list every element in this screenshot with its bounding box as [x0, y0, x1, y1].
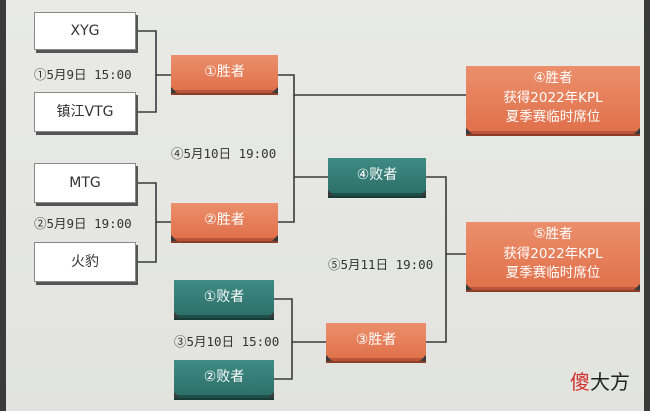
team-huobao: 火豹 — [34, 242, 136, 282]
connector-l4-final — [426, 176, 466, 255]
node-winner-1: ①胜者 — [171, 55, 278, 93]
connector-w1-l4 — [293, 95, 328, 178]
watermark-rest: 大方 — [590, 370, 630, 394]
connector-huobao — [136, 222, 157, 263]
match-2-date: ②5月9日 19:00 — [34, 216, 132, 231]
final-top-line-3: 夏季赛临时席位 — [505, 109, 601, 126]
node-winner-2: ②胜者 — [171, 203, 278, 241]
watermark-accent: 傻 — [570, 370, 590, 394]
bracket-connectors — [136, 30, 466, 380]
final-top-line-1: ④胜者 — [533, 70, 573, 87]
node-loser-1: ①败者 — [174, 280, 274, 318]
connector-w2-l4 — [278, 177, 295, 223]
match-1-date: ①5月9日 15:00 — [34, 67, 132, 82]
match-5-date: ⑤5月11日 19:00 — [328, 257, 434, 272]
team-mtg: MTG — [34, 163, 136, 203]
connector-w1-final — [278, 74, 466, 96]
final-bottom-line-1: ⑤胜者 — [533, 226, 573, 243]
team-xyg: XYG — [34, 12, 136, 50]
connector-w3-final — [426, 254, 447, 343]
final-top-line-2: 获得2022年KPL — [503, 89, 603, 106]
final-bottom-line-2: 获得2022年KPL — [503, 245, 603, 262]
node-winner-3: ③胜者 — [326, 323, 426, 361]
match-4-date: ④5月10日 19:00 — [171, 146, 277, 161]
connector-l1 — [274, 298, 326, 343]
final-bottom: ⑤胜者 获得2022年KPL 夏季赛临时席位 — [466, 222, 640, 290]
connector-l2 — [274, 342, 293, 380]
match-3-date: ③5月10日 15:00 — [174, 334, 280, 349]
final-top: ④胜者 获得2022年KPL 夏季赛临时席位 — [466, 66, 640, 134]
team-vtg: 镇江VTG — [34, 92, 136, 132]
node-loser-4: ④败者 — [328, 158, 426, 196]
final-bottom-line-3: 夏季赛临时席位 — [505, 265, 601, 282]
node-loser-2: ②败者 — [174, 360, 274, 398]
connector-vtg — [136, 75, 157, 113]
watermark: 傻大方 — [570, 366, 630, 395]
connector-mtg — [136, 182, 171, 223]
connector-xyg — [136, 30, 171, 76]
